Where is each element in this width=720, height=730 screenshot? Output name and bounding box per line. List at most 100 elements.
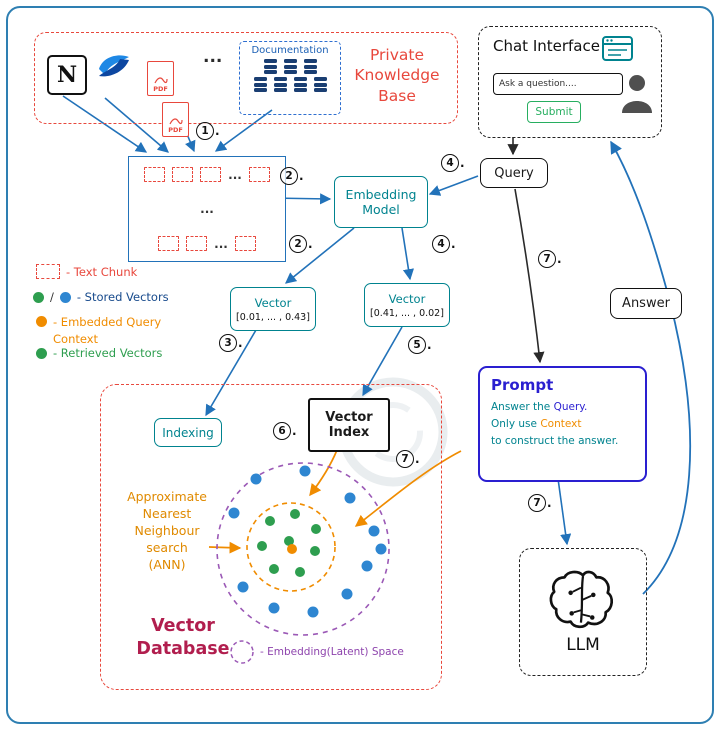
outer-frame xyxy=(6,6,714,724)
step-period: . xyxy=(557,252,562,266)
step-badge-3: 3. xyxy=(219,334,243,352)
notion-letter: N xyxy=(56,62,78,88)
slash: / xyxy=(50,290,54,304)
step-period: . xyxy=(547,496,552,510)
text-chunks-box: ... ... ... xyxy=(128,156,286,262)
vector-database-box xyxy=(100,384,442,690)
vector-database-title: Vector Database xyxy=(136,616,230,659)
sources-ellipsis: ... xyxy=(203,47,223,67)
knowledge-base-title: Private Knowledge Base xyxy=(354,46,440,105)
text-chunk-rect xyxy=(248,167,270,182)
prompt-line-2: Only use Context xyxy=(491,416,639,433)
server-icon xyxy=(293,77,307,92)
text-chunk-rect xyxy=(144,167,166,182)
ann-label: Approximate Nearest Neighbour search (AN… xyxy=(127,489,207,572)
documentation-label: Documentation xyxy=(251,45,329,56)
prompt-line-3: to construct the answer. xyxy=(491,434,619,447)
vector1-value: [0.01, ... , 0.43] xyxy=(236,311,310,323)
pdf-swirl-icon xyxy=(168,118,183,125)
text-chunk-rect xyxy=(172,167,194,182)
vector2-label: Vector xyxy=(388,291,426,306)
chunk-ellipsis: ... xyxy=(214,236,228,251)
llm-box: LLM xyxy=(519,548,647,676)
step-badge-4a: 4. xyxy=(441,154,465,172)
query-label: Query xyxy=(494,165,534,181)
legend-embedded-query-label: - Embedded Query Context xyxy=(53,315,162,347)
server-icons-row xyxy=(253,77,327,92)
indexing-box: Indexing xyxy=(154,418,222,447)
step-period: . xyxy=(451,237,456,251)
embedding-model-box: Embedding Model xyxy=(334,176,428,228)
notion-icon: N xyxy=(47,55,87,95)
step-period: . xyxy=(292,424,297,438)
server-icon xyxy=(273,77,287,92)
step-number: 5 xyxy=(408,336,426,354)
vector1-box: Vector [0.01, ... , 0.43] xyxy=(230,287,316,331)
submit-button[interactable]: Submit xyxy=(527,101,581,123)
step-badge-7a: 7. xyxy=(538,250,562,268)
embedding-model-label: Embedding Model xyxy=(345,187,417,217)
prompt-query-word: Query. xyxy=(553,401,588,413)
pdf-icons: PDF PDF xyxy=(147,59,199,137)
chat-interface-box: Chat Interface Submit xyxy=(478,26,662,138)
blue-ribbon-app-icon xyxy=(99,55,129,77)
server-icon xyxy=(263,59,277,74)
pdf-swirl-icon xyxy=(153,77,168,84)
prompt-line-1: Answer the Query. xyxy=(491,399,639,416)
pdf-file-icon: PDF xyxy=(147,61,174,96)
legend-retrieved-vectors-label: - Retrieved Vectors xyxy=(53,346,163,360)
answer-box: Answer xyxy=(610,288,682,319)
chat-question-input[interactable] xyxy=(493,73,623,95)
blue-dot-swatch xyxy=(59,291,71,303)
step-number: 2 xyxy=(289,235,307,253)
step-number: 7 xyxy=(528,494,546,512)
vector-index-box: Vector Index xyxy=(308,398,390,452)
chunk-row: ... xyxy=(137,202,277,216)
step-badge-7c: 7. xyxy=(528,494,552,512)
prompt-answer-the: Answer the xyxy=(491,401,554,413)
knowledge-base-box: N PDF PDF ... Documentation xyxy=(34,32,458,137)
chat-interface-title: Chat Interface xyxy=(493,37,600,55)
legend-stored-vectors: / - Stored Vectors xyxy=(33,290,169,304)
text-chunk-swatch xyxy=(36,264,60,279)
chunk-row: ... xyxy=(137,236,277,251)
prompt-box: Prompt Answer the Query. Only use Contex… xyxy=(478,366,647,482)
step-period: . xyxy=(460,156,465,170)
step-period: . xyxy=(427,338,432,352)
prompt-only-use: Only use xyxy=(491,417,541,430)
browser-icon xyxy=(602,36,633,61)
legend-stored-vectors-label: - Stored Vectors xyxy=(76,290,169,304)
documentation-box: Documentation xyxy=(239,41,341,115)
prompt-title: Prompt xyxy=(491,376,554,394)
text-chunk-rect xyxy=(158,236,180,251)
vector2-box: Vector [0.41, ... , 0.02] xyxy=(364,283,450,327)
step-number: 2 xyxy=(280,167,298,185)
green-dot-swatch xyxy=(36,347,47,359)
llm-label: LLM xyxy=(566,635,600,655)
step-badge-6: 6. xyxy=(273,422,297,440)
server-icon xyxy=(253,77,267,92)
step-number: 1 xyxy=(196,122,214,140)
legend-retrieved-vectors: - Retrieved Vectors xyxy=(36,346,162,360)
user-icon xyxy=(622,75,652,113)
step-number: 7 xyxy=(396,450,414,468)
answer-label: Answer xyxy=(622,296,670,311)
indexing-label: Indexing xyxy=(162,425,214,440)
legend-text-chunk: - Text Chunk xyxy=(36,264,137,279)
text-chunk-rect xyxy=(234,236,256,251)
vector1-label: Vector xyxy=(254,295,292,310)
embedding-space-label: - Embedding(Latent) Space xyxy=(260,646,404,658)
step-period: . xyxy=(215,124,220,138)
step-number: 3 xyxy=(219,334,237,352)
orange-dot-swatch xyxy=(36,316,47,327)
step-number: 4 xyxy=(441,154,459,172)
step-number: 6 xyxy=(273,422,291,440)
step-badge-2a: 2. xyxy=(280,167,304,185)
chunk-row: ... xyxy=(137,167,277,182)
step-number: 7 xyxy=(538,250,556,268)
pdf-label: PDF xyxy=(168,126,183,134)
text-chunk-rect xyxy=(186,236,208,251)
legend-embedded-query: - Embedded Query Context xyxy=(36,314,175,349)
step-badge-4b: 4. xyxy=(432,235,456,253)
chunk-ellipsis: ... xyxy=(200,202,214,216)
